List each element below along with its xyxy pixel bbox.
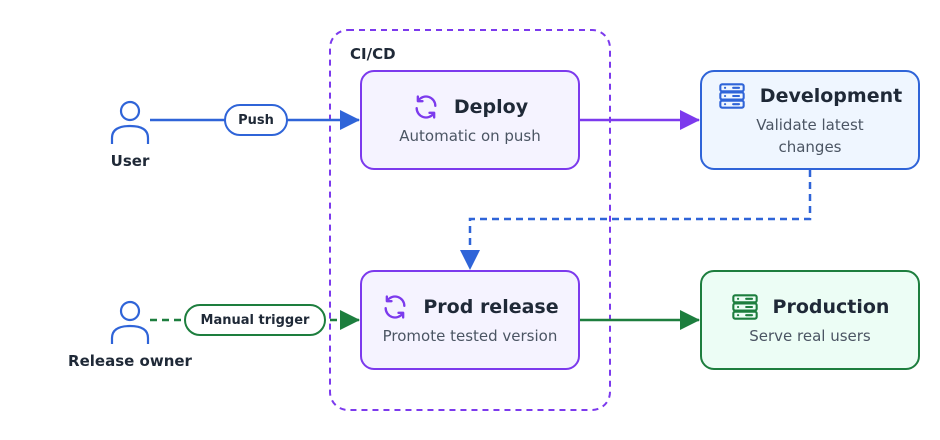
node-prod-release-title: Prod release xyxy=(423,296,559,318)
node-prod-release-subtitle: Promote tested version xyxy=(382,327,558,345)
server-icon xyxy=(731,293,759,321)
actor-user: User xyxy=(100,100,160,170)
refresh-icon xyxy=(412,93,440,121)
node-production-subtitle: Serve real users xyxy=(749,327,871,345)
arrowhead-release-owner-to-prod-release xyxy=(340,310,360,330)
actor-release-owner-label: Release owner xyxy=(68,352,192,370)
node-development-subtitle: Validate latest changes xyxy=(756,114,863,158)
refresh-icon xyxy=(381,293,409,321)
node-deploy-subtitle: Automatic on push xyxy=(399,127,541,145)
node-development-subtitle-line1: Validate latest xyxy=(756,116,864,134)
node-development-subtitle-line2: changes xyxy=(778,138,842,156)
edge-label-manual-trigger: Manual trigger xyxy=(184,304,326,336)
actor-release-owner: Release owner xyxy=(50,300,210,370)
arrowhead-prod-release-to-production xyxy=(680,310,700,330)
cicd-group-label: CI/CD xyxy=(350,45,396,63)
actor-user-label: User xyxy=(110,152,150,170)
node-development: Development Validate latest changes xyxy=(700,70,920,170)
arrowhead-deploy-to-development xyxy=(680,110,700,130)
node-prod-release: Prod release Promote tested version xyxy=(360,270,580,370)
node-production-title: Production xyxy=(772,296,890,318)
node-development-title: Development xyxy=(759,85,903,107)
arrowhead-user-to-deploy xyxy=(340,110,360,130)
node-deploy: Deploy Automatic on push xyxy=(360,70,580,170)
edge-development-to-prod-release xyxy=(468,170,812,252)
person-icon xyxy=(110,300,150,344)
arrowhead-development-to-prod-release xyxy=(460,250,480,270)
edge-label-push: Push xyxy=(224,104,288,136)
node-deploy-title: Deploy xyxy=(453,96,529,118)
person-icon xyxy=(110,100,150,144)
node-production: Production Serve real users xyxy=(700,270,920,370)
server-icon xyxy=(718,82,746,110)
cicd-group-boundary xyxy=(329,29,611,411)
